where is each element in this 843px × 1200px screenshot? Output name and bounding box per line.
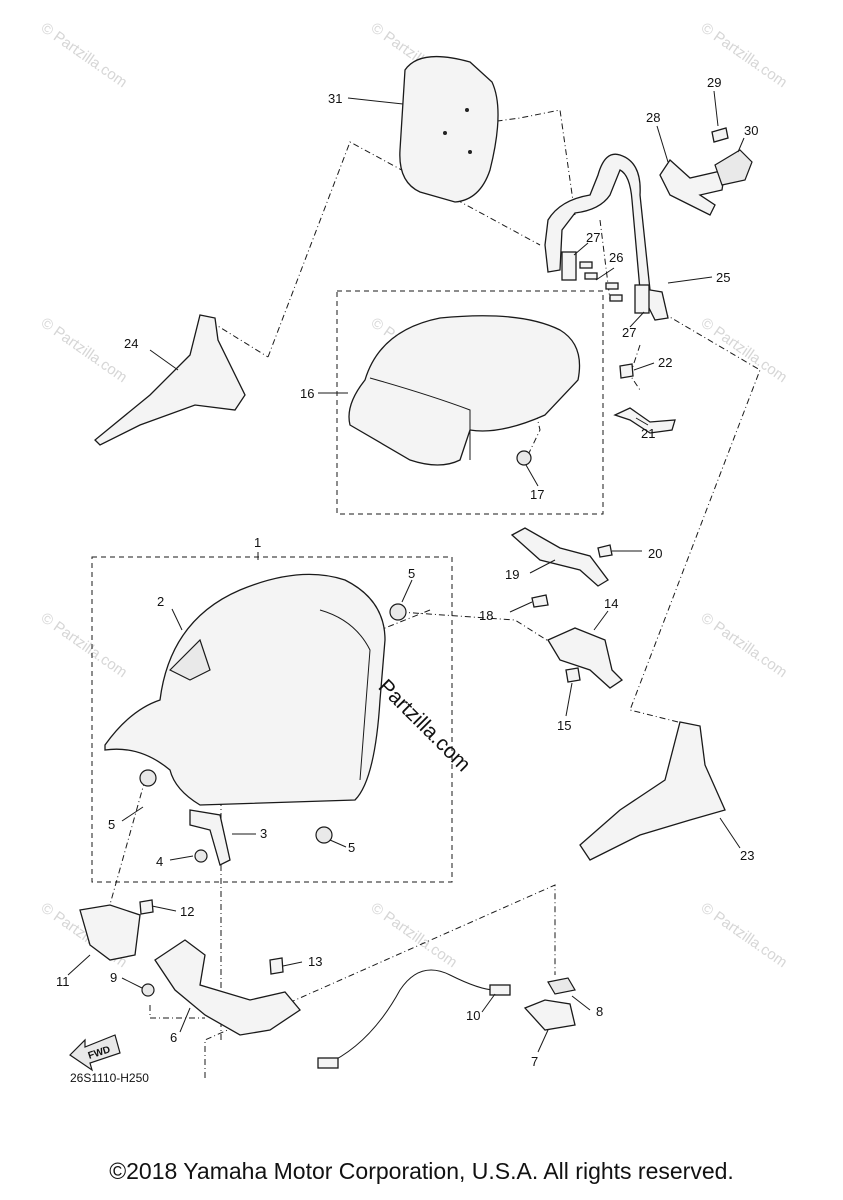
small-hardware-26-27	[561, 251, 650, 314]
left-side-cover	[94, 314, 246, 446]
callout-8: 8	[596, 1004, 603, 1019]
leader-lines	[67, 90, 745, 1053]
backrest-pad	[399, 56, 499, 203]
group-box-16	[336, 290, 604, 515]
copyright-footer: ©2018 Yamaha Motor Corporation, U.S.A. A…	[109, 1158, 734, 1184]
callout-6: 6	[170, 1030, 177, 1045]
bracket-11-12	[79, 899, 154, 961]
diagram-code: 26S1110-H250	[70, 1071, 149, 1085]
rider-seat	[104, 573, 386, 806]
watermark: © Partzilla.com	[698, 609, 791, 681]
group-box-1	[91, 556, 453, 883]
base-plate-6	[141, 939, 301, 1036]
callout-18: 18	[479, 608, 493, 623]
bracket-21-22	[613, 363, 676, 434]
callout-17: 17	[530, 487, 544, 502]
callout-22: 22	[658, 355, 672, 370]
assembly-lines	[99, 109, 761, 1078]
callout-31: 31	[328, 91, 342, 106]
callout-7: 7	[531, 1054, 538, 1069]
callout-12: 12	[180, 904, 194, 919]
callout-labels: 1 2 3 4 5 5 5 6 7 8 9 10 11 12 13 14 15 …	[56, 75, 758, 1069]
callout-30: 30	[744, 123, 758, 138]
watermark: © Partzilla.com	[38, 19, 131, 91]
callout-2: 2	[157, 594, 164, 609]
callout-4: 4	[156, 854, 163, 869]
callout-5c: 5	[348, 840, 355, 855]
callout-28: 28	[646, 110, 660, 125]
watermark: © Partzilla.com	[698, 314, 791, 386]
watermark: © Partzilla.com	[38, 609, 131, 681]
latch-7-8-10	[317, 969, 576, 1069]
right-side-cover	[579, 721, 726, 861]
callout-1: 1	[254, 535, 261, 550]
callout-29: 29	[707, 75, 721, 90]
sissy-bar	[544, 153, 669, 321]
callout-5b: 5	[108, 817, 115, 832]
callout-9: 9	[110, 970, 117, 985]
watermark: © Partzilla.com	[698, 899, 791, 971]
callout-3: 3	[260, 826, 267, 841]
callout-20: 20	[648, 546, 662, 561]
callout-27a: 27	[586, 230, 600, 245]
callout-24: 24	[124, 336, 138, 351]
callout-11: 11	[56, 974, 70, 989]
callout-25: 25	[716, 270, 730, 285]
passenger-seat	[348, 315, 581, 466]
bar-bracket-set	[659, 127, 753, 216]
callout-14: 14	[604, 596, 618, 611]
watermark: © Partzilla.com	[38, 314, 131, 386]
bracket-18-19-20	[510, 527, 613, 608]
callout-19: 19	[505, 567, 519, 582]
stay-3-4	[189, 809, 231, 866]
callout-27b: 27	[622, 325, 636, 340]
callout-26: 26	[609, 250, 623, 265]
grommets	[139, 603, 407, 844]
callout-23: 23	[740, 848, 754, 863]
callout-13: 13	[308, 954, 322, 969]
bracket-14-15	[547, 627, 624, 689]
callout-21: 21	[641, 426, 655, 441]
forward-arrow: FWD	[69, 1034, 121, 1072]
callout-10: 10	[466, 1008, 480, 1023]
callout-15: 15	[557, 718, 571, 733]
callout-5a: 5	[408, 566, 415, 581]
watermark: © Partzilla.com	[368, 899, 461, 971]
callout-16: 16	[300, 386, 314, 401]
